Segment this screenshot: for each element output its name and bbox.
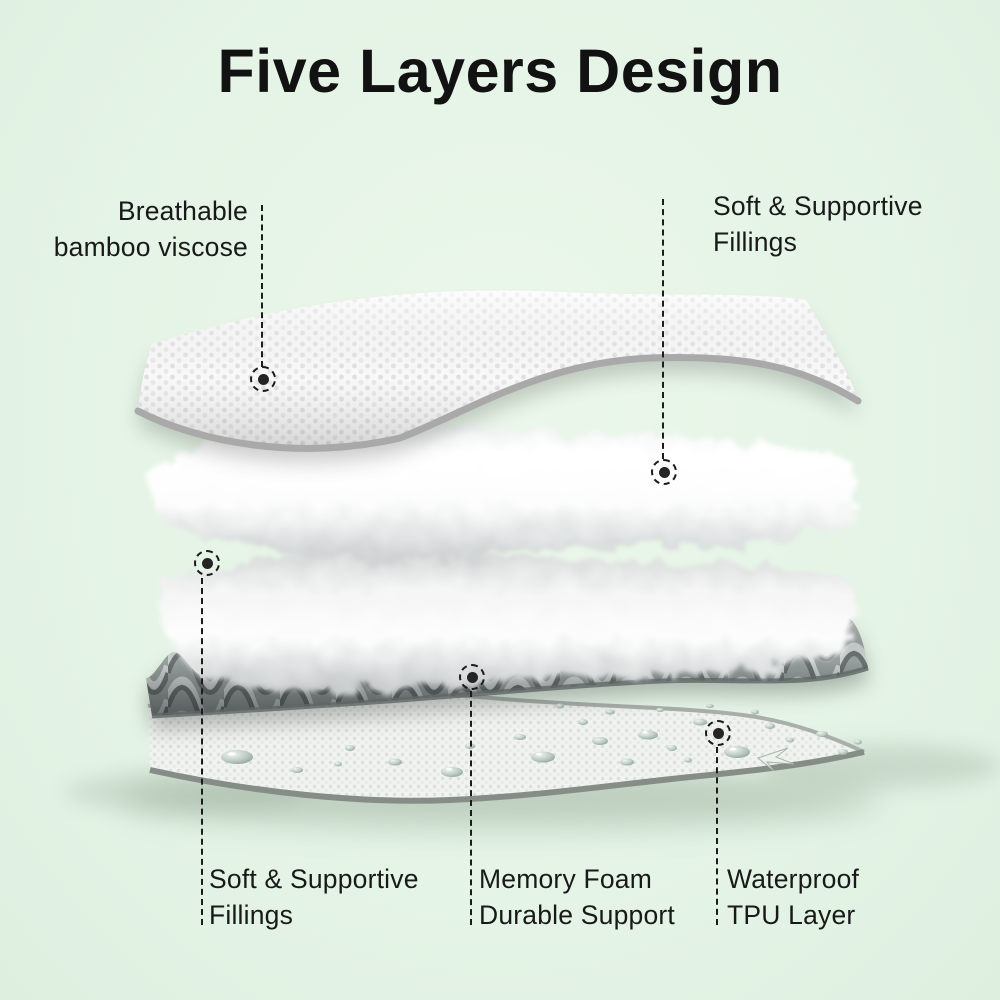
filling-layer-bottom [159,549,855,692]
fillings-top-marker-icon [651,459,677,485]
label-line: Memory Foam [479,864,653,894]
waterproof-marker-icon [705,720,731,746]
marker-dot-icon [466,671,478,683]
marker-dot-icon [712,727,724,739]
water-droplets [221,703,862,777]
label-line: bamboo viscose [53,232,248,262]
label-line: Fillings [713,227,798,257]
memory-foam-marker-icon [459,664,485,690]
leader-line-bamboo [261,205,263,367]
label-line: Fillings [209,900,294,930]
label-line: TPU Layer [727,900,856,930]
leader-line-fillings-bottom [201,578,203,925]
label-line: Breathable [117,196,248,226]
label-waterproof: Waterproof TPU Layer [727,861,859,933]
label-bamboo-viscose: Breathable bamboo viscose [54,193,248,265]
splash-icon [756,747,795,772]
page-title: Five Layers Design [217,37,783,105]
bamboo-marker-icon [250,366,276,392]
label-fillings-bottom: Soft & Supportive Fillings [209,861,419,933]
label-line: Durable Support [479,900,675,930]
leader-line-memory-foam [470,691,472,925]
fillings-bottom-marker-icon [194,550,220,576]
leader-line-waterproof [716,747,718,925]
label-memory-foam: Memory Foam Durable Support [479,861,675,933]
marker-dot-icon [658,466,670,478]
label-line: Soft & Supportive [209,864,419,894]
label-fillings-top: Soft & Supportive Fillings [713,188,923,260]
label-line: Soft & Supportive [713,191,923,221]
leader-line-fillings-top [662,199,664,459]
bamboo-fabric-layer [134,290,862,452]
marker-dot-icon [201,557,213,569]
marker-dot-icon [257,373,269,385]
label-line: Waterproof [727,864,860,894]
